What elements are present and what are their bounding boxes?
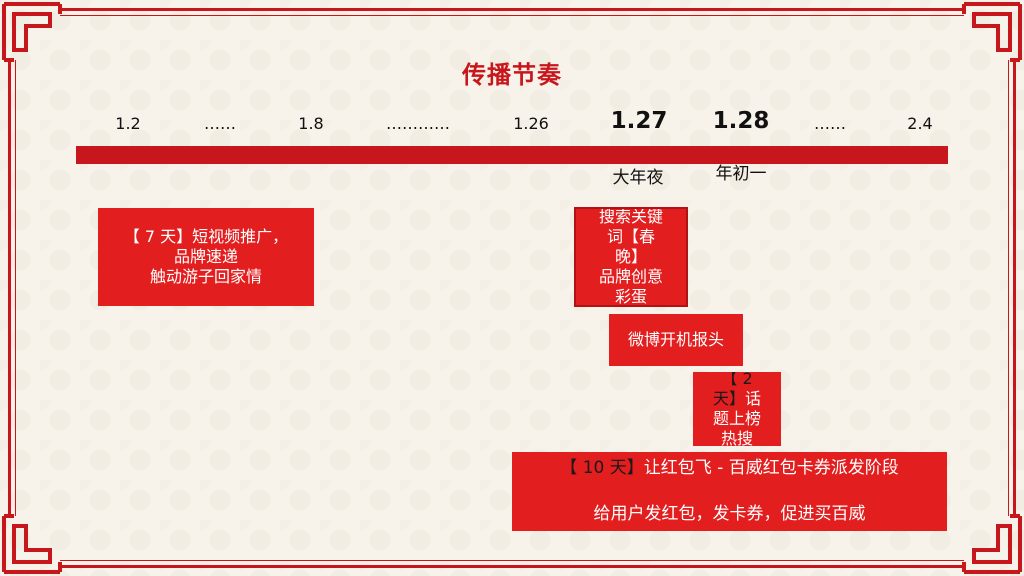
date-ellipsis: …… [814,114,846,133]
date-label: 1.2 [115,114,140,133]
activity-description: 微博开机报头 [628,330,724,350]
date-label: 2.4 [907,114,932,133]
frame-right-inner [1008,60,1009,516]
date-ellipsis: ………… [386,114,450,133]
activity-text: 【 10 天】让红包飞 - 百威红包卡券派发阶段 给用户发红包，发卡券，促进买百… [560,452,898,531]
page-title: 传播节奏 [0,55,1024,90]
day-label-new-years-eve: 大年夜 [613,163,664,188]
frame-right [1013,60,1016,516]
activity-description: 搜索关键 词【春 晚】 品牌创意 彩蛋 [599,207,663,307]
day-label-new-year-day: 年初一 [716,159,767,184]
activity-short-video: 【 7 天】短视频推广， 品牌速递 触动游子回家情 [98,208,314,306]
activity-title: 让红包飞 - 百威红包卡券派发阶段 [644,458,899,478]
activity-text: 【 2 天】话 题上榜 热搜 [713,372,761,446]
duration-tag: 【 10 天】 [560,458,643,478]
frame-top-inner [60,15,964,16]
corner-ornament-bottom-left [0,506,70,576]
date-label: 1.26 [513,114,549,133]
frame-left-inner [15,60,16,516]
corner-ornament-bottom-right [954,506,1024,576]
timeline-bar [76,146,948,164]
activity-spring-gala: 搜索关键 词【春 晚】 品牌创意 彩蛋 [574,207,688,307]
activity-text: 【 7 天】短视频推广， 品牌速递 触动游子回家情 [124,227,288,287]
frame-top [60,8,964,11]
date-ellipsis: …… [204,114,236,133]
frame-left [8,60,11,516]
frame-bottom-inner [60,560,964,561]
activity-description: 给用户发红包，发卡券，促进买百威 [560,503,898,526]
date-label: 1.8 [298,114,323,133]
date-label-major: 1.27 [611,108,668,134]
frame-bottom [60,565,964,568]
activity-trending: 【 2 天】话 题上榜 热搜 [693,372,781,446]
activity-red-packet: 【 10 天】让红包飞 - 百威红包卡券派发阶段 给用户发红包，发卡券，促进买百… [512,452,947,531]
activity-weibo: 微博开机报头 [609,314,743,366]
date-label-major: 1.28 [713,108,770,134]
duration-tag: 【 7 天】 [124,227,192,246]
